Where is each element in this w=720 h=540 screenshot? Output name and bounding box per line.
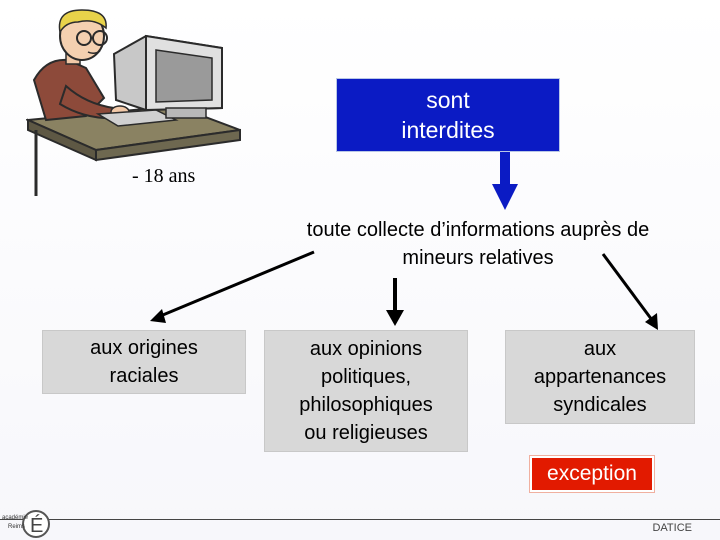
category-opinions: aux opinions politiques, philosophiques … bbox=[264, 330, 468, 452]
forbidden-box-line1: sont bbox=[426, 87, 470, 113]
arrow-to-left-box-icon bbox=[150, 250, 315, 323]
category-racial-origins: aux origines raciales bbox=[42, 330, 246, 394]
category-opinions-line2: politiques, bbox=[320, 366, 412, 388]
footer-label: DATICE bbox=[652, 522, 692, 534]
category-opinions-line1: aux opinions bbox=[309, 338, 423, 360]
forbidden-box: sont interdites bbox=[336, 78, 560, 152]
exception-button[interactable]: exception bbox=[530, 456, 654, 492]
forbidden-box-line2: interdites bbox=[401, 117, 495, 143]
age-label: - 18 ans bbox=[132, 165, 196, 187]
footer-divider bbox=[0, 519, 720, 520]
category-union-line3: syndicales bbox=[553, 394, 647, 416]
main-statement-line1: toute collecte d’informations auprès de bbox=[306, 219, 650, 241]
main-statement-line2: mineurs relatives bbox=[402, 247, 554, 269]
category-opinions-line3: philosophiques bbox=[299, 394, 433, 416]
arrow-to-right-box-icon bbox=[601, 253, 658, 330]
academie-logo-icon: É bbox=[22, 510, 50, 538]
category-racial-line1: aux origines bbox=[90, 337, 198, 359]
category-union-membership: aux appartenances syndicales bbox=[505, 330, 695, 424]
blue-down-arrow-icon bbox=[492, 152, 518, 210]
main-statement: toute collecte d’informations auprès de … bbox=[246, 216, 710, 272]
logo-word-academie: académie bbox=[2, 515, 29, 521]
category-union-line1: aux bbox=[583, 338, 617, 360]
arrow-to-middle-box-icon bbox=[386, 278, 404, 326]
category-union-line2: appartenances bbox=[533, 366, 667, 388]
category-opinions-line4: ou religieuses bbox=[304, 422, 428, 444]
category-racial-line2: raciales bbox=[109, 365, 179, 387]
academie-logo-letter: É bbox=[30, 514, 43, 537]
person-at-computer-illustration bbox=[26, 9, 241, 196]
logo-word-reims: Reims bbox=[8, 524, 26, 530]
